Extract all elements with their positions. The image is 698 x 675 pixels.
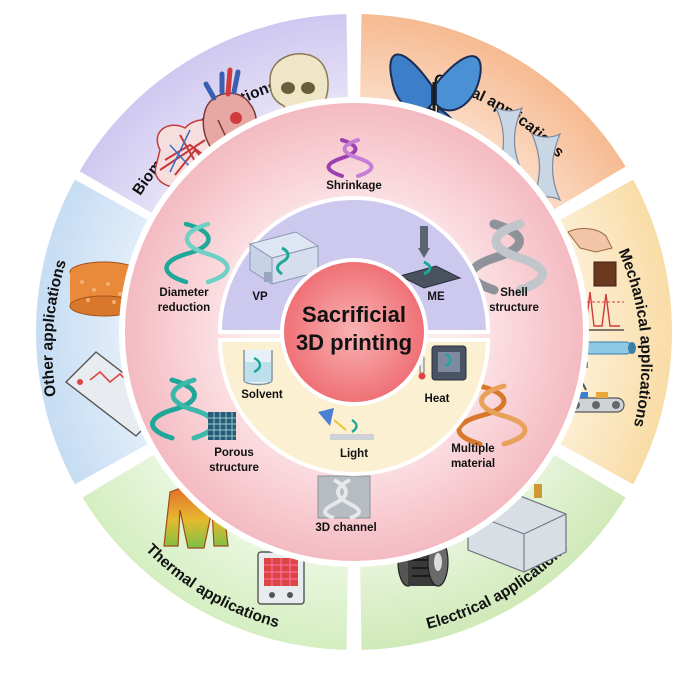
shell-structure-label-line1: Shell	[500, 287, 527, 299]
3d-channel-label: 3D channel	[315, 522, 376, 534]
heater-icon	[257, 533, 305, 605]
3d-channel-block-icon	[317, 475, 371, 520]
me-label: ME	[427, 291, 445, 303]
diameter-reduction-label-line1: Diameter	[159, 287, 209, 299]
multiple-material-label-line1: Multiple	[451, 443, 494, 455]
porous-structure-label-line1: Porous	[214, 447, 254, 459]
center-title-line1: Sacrificial	[302, 302, 406, 327]
heat-oven-icon	[418, 345, 467, 381]
vp-label: VP	[252, 291, 268, 303]
diameter-reduction-helix-icon	[164, 221, 230, 285]
porous-structure-helix-icon	[150, 377, 236, 441]
heat-label: Heat	[425, 393, 450, 405]
light-uv-icon	[318, 408, 374, 440]
me-material-extrusion-icon	[398, 226, 462, 289]
solvent-beaker-icon	[243, 350, 273, 386]
porous-structure-label-line2: structure	[209, 462, 259, 474]
multiple-material-label-line2: material	[451, 458, 495, 470]
hand-pressing-icon	[567, 228, 617, 287]
multiple-material-helix-icon	[456, 383, 528, 447]
diameter-reduction-label-line2: reduction	[158, 302, 210, 314]
solvent-label: Solvent	[241, 389, 283, 401]
shell-structure-label-line2: structure	[489, 302, 539, 314]
center-circle	[280, 258, 428, 406]
center-title-line2: 3D printing	[296, 330, 412, 355]
light-label: Light	[340, 448, 368, 460]
shrinkage-helix-icon	[326, 138, 374, 178]
vp-vat-photopolymerization-icon	[248, 231, 320, 285]
shrinkage-label: Shrinkage	[326, 180, 382, 192]
